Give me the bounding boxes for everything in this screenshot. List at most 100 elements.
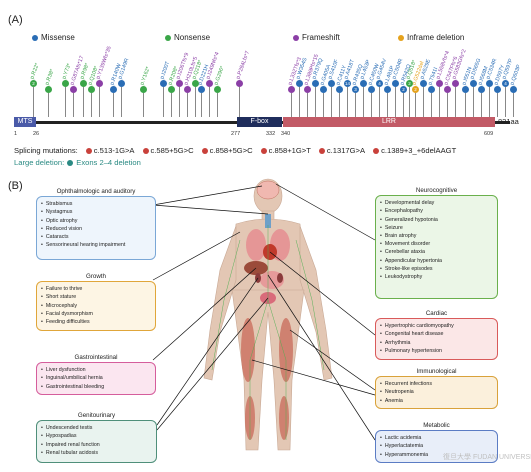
mutation-stem	[455, 87, 456, 117]
mutation-stem	[513, 93, 514, 117]
mutation-pin: 3	[352, 86, 359, 93]
list-item: Hypospadias	[41, 433, 152, 439]
mutation-stem	[83, 87, 84, 117]
list-item: Liver dysfunction	[41, 367, 151, 373]
list-item: Arrhythmia	[380, 340, 493, 346]
legend-label: Frameshift	[302, 33, 340, 42]
legend-nonsense: Nonsense	[165, 33, 210, 42]
mutation-pin	[436, 80, 443, 87]
legend-missense: Missense	[32, 33, 75, 42]
mutation-stem	[179, 87, 180, 117]
mutation-stem	[481, 93, 482, 117]
mutation-pin	[184, 86, 191, 93]
mutation-stem	[431, 93, 432, 117]
box-title: Genitourinary	[77, 412, 116, 419]
panel-a-label: (A)	[8, 14, 23, 26]
mutation-stem	[447, 93, 448, 117]
mutation-stem	[307, 93, 308, 117]
mutation-pin	[206, 80, 213, 87]
mutation-pin	[444, 86, 451, 93]
mutation-pin	[384, 86, 391, 93]
list-item: Neutropenia	[380, 389, 493, 395]
box-title: Neurocognitive	[415, 187, 458, 194]
list-item: Undescended testis	[41, 425, 152, 431]
mutation-stem	[403, 93, 404, 117]
mutation-pin	[368, 86, 375, 93]
mutation-pin	[494, 86, 501, 93]
splicing-item: c.585+5G>C	[142, 146, 194, 155]
box-genitourinary: Genitourinary Undescended testis Hypospa…	[36, 412, 157, 463]
large-deletion-row: Large deletion: Exons 2–4 deletion	[14, 158, 141, 167]
list-item: Nystagmus	[41, 209, 151, 215]
splicing-item: c.858+5G>C	[201, 146, 253, 155]
mutation-stem	[73, 93, 74, 117]
list-item: Pulmonary hypertension	[380, 348, 493, 354]
box-title: Immunological	[416, 368, 457, 375]
list-item: Hypertrophic cardiomyopathy	[380, 323, 493, 329]
mutation-pin	[312, 80, 319, 87]
splicing-label: c.585+5G>C	[150, 146, 194, 155]
mutation-stem	[505, 87, 506, 117]
splice-dot	[142, 147, 149, 154]
large-deletion-title: Large deletion:	[14, 158, 65, 167]
list-item: Developmental delay	[380, 200, 493, 206]
mutation-pin	[198, 86, 205, 93]
box-list: Failure to thrive Short stature Microcep…	[41, 286, 151, 325]
missense-dot	[32, 34, 38, 41]
mutation-stem	[143, 93, 144, 117]
list-item: Movement disorder	[380, 241, 493, 247]
mutation-pin	[486, 80, 493, 87]
mutation-pin	[420, 80, 427, 87]
mutation-stem	[347, 87, 348, 117]
mutation-pin	[62, 80, 69, 87]
splice-dot	[201, 147, 208, 154]
box-cardiac: Cardiac Hypertrophic cardiomyopathy Cong…	[375, 310, 498, 360]
mutation-stem	[415, 93, 416, 117]
list-item: Renal tubular acidosis	[41, 450, 152, 456]
mutation-pin	[470, 80, 477, 87]
tick-label: 609	[484, 131, 494, 137]
mutation-pin	[96, 80, 103, 87]
box-neurocognitive: Neurocognitive Developmental delay Encep…	[375, 187, 498, 299]
box-title: Metabolic	[423, 422, 450, 429]
mts-domain: MTS	[14, 117, 36, 127]
mutation-pin: 2	[400, 86, 407, 93]
list-item: Sensorineural hearing impairment	[41, 242, 151, 248]
tick-label: 340	[281, 131, 291, 137]
box-list: Strabismus Nystagmus Optic atrophy Reduc…	[41, 201, 151, 248]
mutation-stem	[187, 93, 188, 117]
mutation-stem	[315, 87, 316, 117]
splicing-label: c.1389+3_+6delAAGT	[381, 146, 457, 155]
splice-dot	[85, 147, 92, 154]
mutation-pin: 4	[502, 80, 509, 87]
box-title: Growth	[86, 273, 106, 280]
mutation-stem	[163, 87, 164, 117]
mutation-pin	[288, 86, 295, 93]
box-title: Gastrointestinal	[74, 354, 118, 361]
box-list: Hypertrophic cardiomyopathy Congenital h…	[380, 323, 493, 354]
fbox-domain: F-box	[237, 117, 282, 127]
list-item: Facial dysmorphism	[41, 311, 151, 317]
mutation-pin	[88, 86, 95, 93]
box-title: Cardiac	[425, 310, 448, 317]
list-item: Failure to thrive	[41, 286, 151, 292]
mutation-pin	[392, 80, 399, 87]
mutation-stem	[497, 93, 498, 117]
mutation-pin	[428, 86, 435, 93]
legend-label: Nonsense	[174, 33, 211, 42]
mutation-stem	[91, 93, 92, 117]
box-gastrointestinal: Gastrointestinal Liver dysfunction Ingui…	[36, 354, 156, 395]
splicing-title: Splicing mutations:	[14, 146, 78, 155]
list-item: Hyperlactatemia	[380, 443, 493, 449]
legend-frameshift: Frameshift	[293, 33, 340, 42]
mutation-stem	[299, 87, 300, 117]
splice-dot	[373, 147, 380, 154]
list-item: Reduced vision	[41, 226, 151, 232]
mutation-pin	[192, 80, 199, 87]
mutation-stem	[201, 93, 202, 117]
mutation-pin: 2	[406, 80, 413, 87]
list-item: Appendicular hypertonia	[380, 258, 493, 264]
mutation-pin	[320, 86, 327, 93]
